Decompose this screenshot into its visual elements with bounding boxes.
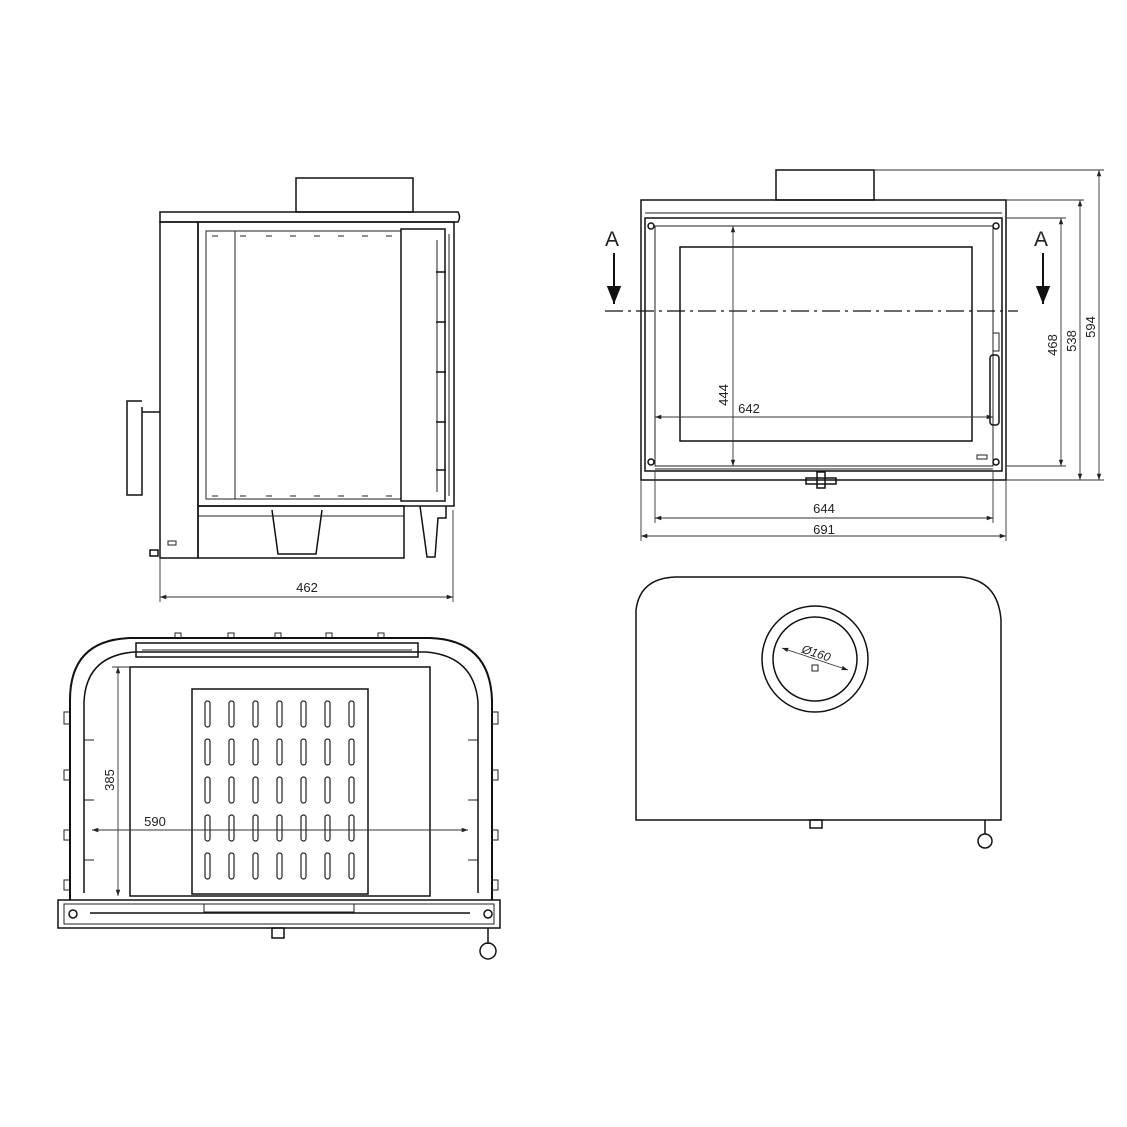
grate-slot	[228, 852, 235, 880]
grate-slot	[228, 700, 235, 728]
front-screw-bl	[647, 458, 655, 466]
plan-view: 385 590	[57, 632, 501, 960]
grate-slot	[300, 738, 307, 766]
plan-air-knob	[271, 927, 285, 939]
plan-front-inner	[63, 903, 495, 925]
grate-slot	[252, 814, 259, 842]
front-logo-plate	[976, 454, 988, 460]
side-rear-leg	[419, 505, 447, 558]
grate-slot	[300, 776, 307, 804]
plan-rear-bar	[135, 642, 419, 658]
grate-slot	[204, 700, 211, 728]
grate-slot	[228, 814, 235, 842]
grate-slot	[228, 738, 235, 766]
front-height-538-label: 538	[1064, 330, 1079, 352]
top-flue-center-mark	[811, 664, 819, 672]
side-bolt-marks	[212, 235, 392, 497]
front-door-frame	[644, 217, 1003, 472]
grate-slot	[300, 814, 307, 842]
grate-slot	[348, 776, 355, 804]
grate-slot	[252, 776, 259, 804]
side-base	[197, 505, 405, 559]
grate-slot	[324, 738, 331, 766]
front-hinge	[992, 332, 1000, 352]
plan-outer-shell	[69, 637, 493, 900]
top-flue-diameter-dim	[781, 647, 849, 671]
grate-slot	[276, 738, 283, 766]
top-air-knob	[809, 819, 823, 829]
front-section-label-right: A	[1034, 228, 1048, 251]
grate-slot	[276, 700, 283, 728]
side-flue-collar	[295, 177, 414, 213]
side-view: 462	[126, 177, 461, 602]
plan-right-ribs	[468, 711, 499, 891]
plan-depth-label: 385	[102, 769, 117, 791]
grate-slot	[300, 700, 307, 728]
front-width-outer-label: 691	[813, 522, 835, 537]
side-top-plate	[159, 211, 461, 223]
grate-slot	[204, 738, 211, 766]
grate-slot	[324, 700, 331, 728]
top-flue-diameter-label: Ø160	[799, 642, 833, 665]
grate-slot	[204, 776, 211, 804]
grate-slot	[276, 852, 283, 880]
plan-inner-shell	[83, 651, 479, 893]
plan-front-screw-right	[483, 909, 493, 919]
front-height-468-label: 468	[1045, 334, 1060, 356]
front-air-control	[805, 471, 837, 489]
grate-slot	[204, 852, 211, 880]
side-width-label: 462	[296, 580, 318, 595]
front-glass	[679, 246, 973, 442]
plan-front-plate	[203, 903, 355, 913]
grate-slot	[252, 852, 259, 880]
grate-slot	[348, 852, 355, 880]
top-outline	[635, 576, 1002, 821]
front-section-label-left: A	[605, 228, 619, 251]
front-width-inner-label: 644	[813, 501, 835, 516]
plan-handle-knob	[479, 942, 497, 960]
grate-slot	[252, 700, 259, 728]
grate-slot	[300, 852, 307, 880]
grate-slot	[276, 814, 283, 842]
plan-left-ribs	[63, 711, 94, 891]
grate-slot	[276, 776, 283, 804]
side-air-lever	[149, 549, 159, 557]
top-flue-inner	[772, 616, 858, 702]
plan-firebox	[129, 666, 431, 897]
top-handle-knob	[977, 833, 993, 849]
front-screw-br	[992, 458, 1000, 466]
side-label-plate	[167, 540, 177, 546]
grate-slot	[228, 776, 235, 804]
grate-slot	[324, 814, 331, 842]
grate-slot	[204, 814, 211, 842]
grate-slot	[324, 852, 331, 880]
side-door-handle	[126, 400, 160, 496]
plan-front-screw-left	[68, 909, 78, 919]
grate-slot	[348, 700, 355, 728]
front-door-inner	[654, 225, 994, 467]
front-view: A A 444 642 644 691 468 538 594	[605, 169, 1104, 541]
plan-width-label: 590	[144, 814, 166, 829]
front-glass-height-label: 444	[716, 384, 731, 406]
side-rear-ticks	[436, 271, 446, 471]
front-height-594-label: 594	[1083, 316, 1098, 338]
side-door-panel	[159, 221, 199, 559]
front-glass-width-label: 642	[738, 401, 760, 416]
top-view: Ø160	[635, 576, 1002, 849]
front-screw-tr	[992, 222, 1000, 230]
grate-slot	[324, 776, 331, 804]
top-flue-outer	[761, 605, 869, 713]
side-body	[197, 221, 455, 507]
side-rear-wall	[400, 228, 446, 502]
front-flue-collar	[775, 169, 875, 201]
front-door-handle	[989, 354, 1000, 426]
side-ashpan-hopper	[271, 509, 323, 555]
plan-top-bolts	[174, 632, 385, 638]
grate-slot	[348, 814, 355, 842]
front-screw-tl	[647, 222, 655, 230]
grate-slot	[348, 738, 355, 766]
front-body	[640, 199, 1007, 481]
grate-slot	[252, 738, 259, 766]
